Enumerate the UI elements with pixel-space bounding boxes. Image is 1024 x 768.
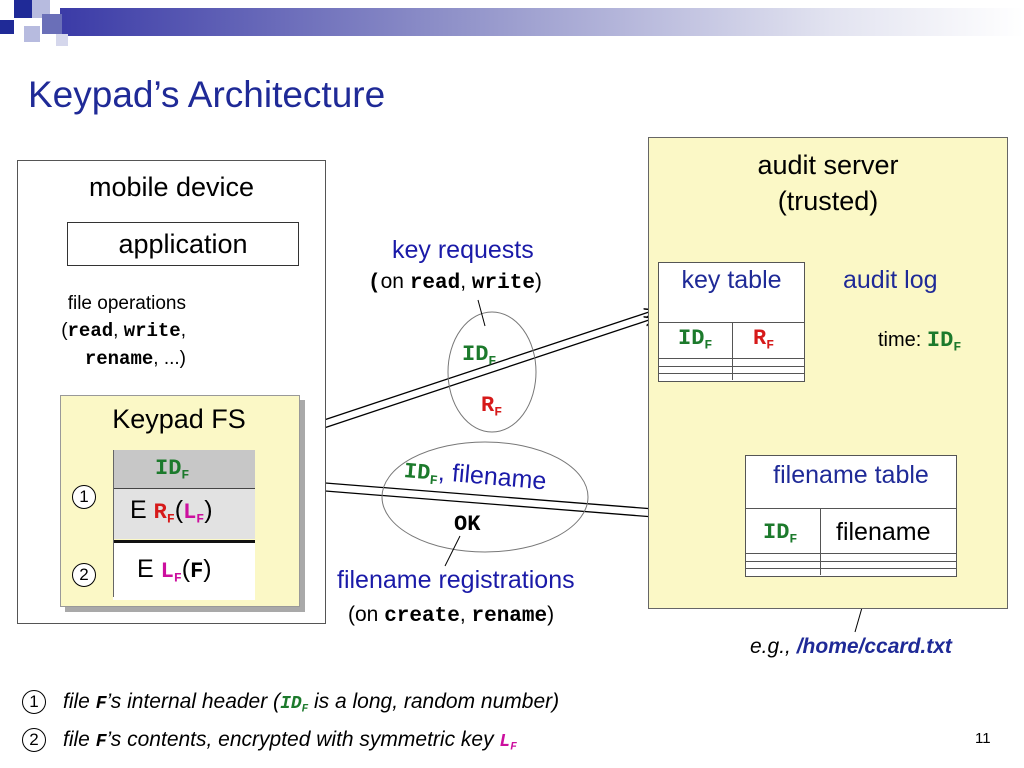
key-table-row-line-1	[659, 358, 804, 359]
file-row1-expression: E RF(LF)	[130, 496, 213, 527]
filename-reg-title: filename registrations	[337, 566, 575, 594]
key-request-r: RF	[481, 393, 503, 420]
key-table-row-line-3	[659, 373, 804, 374]
slide-title: Keypad’s Architecture	[28, 74, 386, 115]
key-request-ellipse	[447, 311, 537, 433]
keypad-fs-label: Keypad FS	[112, 404, 246, 434]
footnote-marker-1: 1	[22, 690, 46, 714]
audit-server-label: audit server (trusted)	[757, 150, 899, 216]
header-gradient-bar	[60, 8, 1024, 36]
op-read: read	[67, 320, 114, 342]
filename-table-filename: filename	[836, 518, 931, 546]
file-content-row1	[113, 488, 255, 539]
file-row2-expression: E LF(F)	[137, 555, 212, 586]
key-requests-title: key requests	[392, 236, 534, 264]
op-write: write	[123, 320, 181, 342]
file-divider-left	[113, 450, 114, 597]
file-operations-line3: rename, ...)	[18, 345, 186, 373]
audit-log-title: audit log	[843, 266, 938, 294]
filename-table-col-divider	[820, 508, 821, 575]
file-content-row2	[113, 540, 255, 600]
filename-table-header-line	[746, 508, 956, 509]
application-box: application	[67, 222, 299, 266]
filename-table-row-line-3	[746, 568, 956, 569]
key-request-pointer	[477, 299, 486, 327]
file-operations-label: file operations (read, write, rename, ..…	[18, 290, 186, 373]
key-table-row-line-2	[659, 366, 804, 367]
footnote-marker-2: 2	[22, 728, 46, 752]
example-path: e.g., /home/ccard.txt	[750, 635, 952, 658]
header-square-mid-1	[42, 14, 62, 34]
op-etc: , ...)	[153, 348, 186, 369]
key-table-header-line	[659, 322, 804, 323]
key-table-title: key table	[681, 266, 782, 294]
filename-table-row-line-2	[746, 561, 956, 562]
key-request-id: IDF	[462, 342, 497, 369]
header-square-light-3	[56, 34, 68, 46]
filename-reg-ellipse	[381, 441, 589, 553]
key-requests-ops: (on read, write)	[368, 270, 542, 295]
header-square-dark-2	[0, 20, 14, 34]
header-square-light-1	[32, 0, 50, 18]
filename-table-id: IDF	[763, 520, 798, 547]
filename-reg-ops: (on create, rename)	[348, 603, 555, 628]
filename-table	[745, 455, 957, 577]
marker-2: 2	[72, 563, 96, 587]
filename-reg-pointer	[444, 535, 461, 567]
filename-reg-ok: OK	[454, 512, 481, 537]
file-operations-line1: file operations	[67, 293, 186, 314]
mobile-device-label: mobile device	[88, 172, 255, 202]
key-request-line-b	[300, 318, 655, 436]
key-request-line-a	[300, 310, 655, 428]
marker-1: 1	[72, 485, 96, 509]
audit-log-entry: time: IDF	[878, 328, 962, 355]
key-table-id: IDF	[678, 326, 713, 353]
footnote-1: file F’s internal header (IDF is a long,…	[63, 690, 560, 716]
header-square-light-2	[24, 26, 40, 42]
filename-table-row-line-1	[746, 553, 956, 554]
op-rename: rename	[84, 348, 154, 370]
key-table-r: RF	[753, 326, 775, 353]
filename-table-title: filename table	[773, 461, 929, 489]
key-table-col-divider	[732, 322, 733, 380]
footnote-2: file F’s contents, encrypted with symmet…	[63, 728, 517, 754]
file-header-cell	[113, 450, 255, 488]
page-number: 11	[975, 730, 991, 747]
file-operations-line2: (read, write,	[61, 320, 186, 342]
header-square-dark-1	[14, 0, 32, 18]
file-header-id: IDF	[155, 456, 190, 483]
